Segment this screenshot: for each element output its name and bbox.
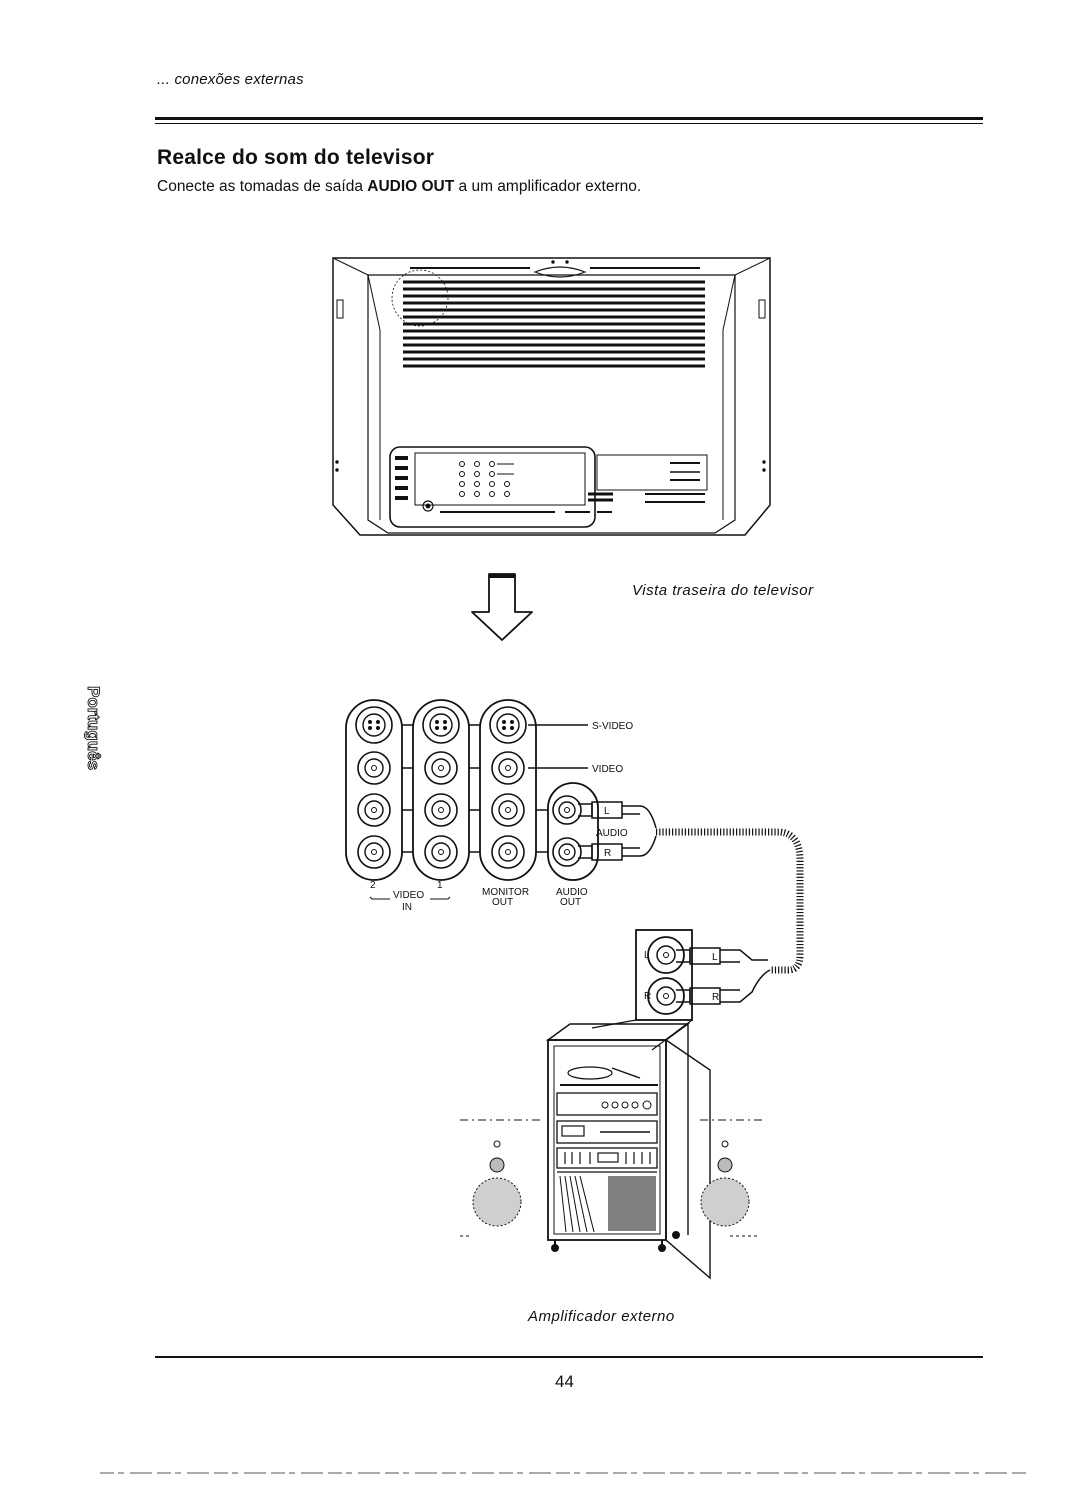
rca-jack [424, 835, 458, 869]
rca-jack [491, 751, 525, 785]
language-side-tab-label: Português [84, 686, 103, 770]
language-side-tab: Português [84, 686, 104, 771]
rca-jack [357, 751, 391, 785]
video-label: VIDEO [592, 764, 623, 775]
jack-panel [345, 699, 804, 974]
left-tag: L [604, 806, 610, 817]
header-rule [155, 117, 983, 120]
svideo-label: S-VIDEO [592, 721, 633, 732]
speaker-right [700, 1119, 765, 1237]
tv-rear-view [332, 257, 771, 536]
rca-jack [491, 835, 525, 869]
tv-antenna-jack [422, 500, 434, 512]
rca-jack [552, 837, 582, 867]
amp-input-right-label: R [644, 991, 651, 1002]
video-in-label: VIDEO [393, 890, 424, 901]
caption-tv-rear: Vista traseira do televisor [632, 582, 814, 599]
rca-jack [357, 793, 391, 827]
amp-input-closeup [591, 929, 771, 1051]
amp-input-left-label: L [644, 950, 650, 961]
footer-rule [155, 1356, 983, 1358]
turntable [560, 1066, 658, 1086]
jack-strip-video-in-2 [345, 699, 403, 881]
svideo-jack [355, 706, 393, 744]
rca-jack [357, 835, 391, 869]
intro-text-emphasis: AUDIO OUT [367, 178, 455, 195]
down-arrow [471, 573, 533, 641]
tv-vent-grille [403, 280, 705, 368]
amp-plug-right [676, 969, 771, 1005]
rca-jack [424, 751, 458, 785]
section-title: Realce do som do televisor [157, 146, 435, 169]
rca-jack [491, 793, 525, 827]
amp-jack-left [647, 936, 685, 974]
audio-out-plug-right [578, 835, 657, 861]
rca-jack [424, 793, 458, 827]
amp-plug-right-tag: R [712, 992, 719, 1003]
rca-jack [552, 795, 582, 825]
video-in-label-sub: IN [402, 902, 412, 913]
right-tag: R [604, 848, 611, 859]
running-header: ... conexões externas [157, 71, 304, 88]
jack-strip-monitor-out [479, 699, 537, 881]
audio-label: AUDIO [596, 828, 628, 839]
intro-text-before: Conecte as tomadas de saída [157, 178, 363, 195]
monitor-out-label-sub: OUT [492, 897, 513, 908]
monitor-out-label: MONITOR [482, 887, 529, 898]
amp-jack-right [647, 977, 685, 1015]
intro-text: Conecte as tomadas de saída AUDIO OUT a … [157, 178, 641, 196]
audio-out-label: AUDIO [556, 887, 588, 898]
svideo-jack [489, 706, 527, 744]
cabinet-door [665, 1038, 711, 1280]
amp-plug-left-tag: L [712, 952, 718, 963]
svideo-jack [422, 706, 460, 744]
page-number: 44 [555, 1372, 574, 1391]
audio-cable [656, 828, 804, 974]
caption-amplifier: Amplificador externo [528, 1308, 675, 1325]
audio-out-plug-left [578, 801, 657, 829]
intro-text-after: a um amplificador externo. [458, 178, 642, 195]
header-rule-thin [155, 123, 983, 124]
amp-input-labels: L R L R [644, 950, 719, 1003]
jack-strip-video-in-1 [412, 699, 470, 881]
record-rack [559, 1175, 595, 1233]
speaker-left [460, 1119, 540, 1237]
tv-top-handle [533, 266, 587, 278]
jack-strip-audio-out [547, 782, 599, 881]
tv-terminal-panel [389, 446, 596, 528]
amp-plug-left [676, 947, 768, 965]
video-in-number-1: 1 [437, 880, 443, 891]
audio-out-label-sub: OUT [560, 897, 581, 908]
tv-jack-grid [459, 461, 514, 497]
stereo-cabinet [545, 1023, 711, 1280]
jack-panel-labels: S-VIDEO VIDEO AUDIO L R 2 1 VIDEO IN MON… [370, 721, 633, 913]
video-in-number-2: 2 [370, 880, 376, 891]
